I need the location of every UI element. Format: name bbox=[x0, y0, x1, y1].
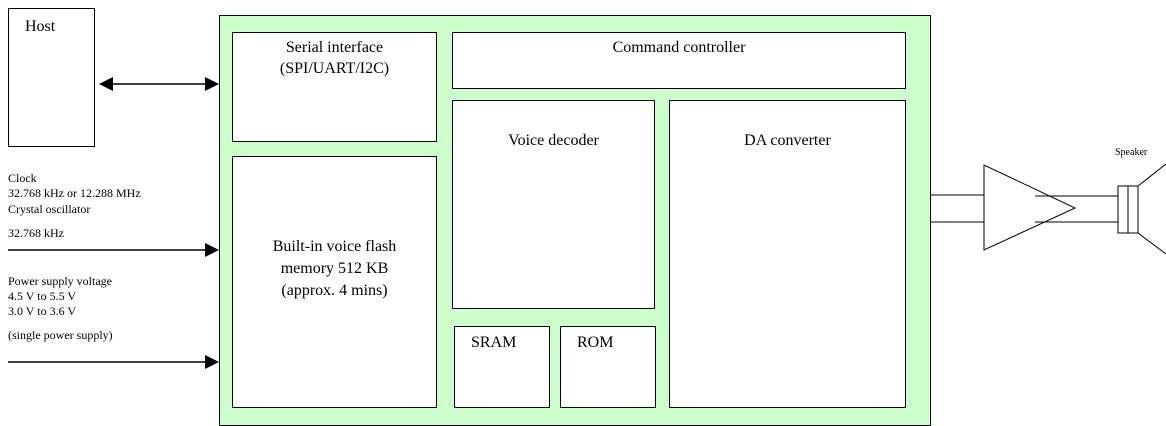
da-converter-label: DA converter bbox=[744, 132, 831, 149]
command-controller-label: Command controller bbox=[612, 39, 746, 56]
flash-memory-box: Built-in voice flash memory 512 KB (appr… bbox=[232, 156, 437, 408]
host-serial-bidirectional-arrow bbox=[99, 77, 219, 91]
amplifier-icon bbox=[983, 164, 1077, 251]
rom-label: ROM bbox=[577, 334, 614, 351]
flash-memory-line3: (approx. 4 mins) bbox=[281, 282, 388, 299]
clock-input-label-4: 32.768 kHz bbox=[8, 226, 64, 240]
clock-input-label-1: Clock bbox=[8, 171, 37, 185]
command-controller-box: Command controller bbox=[452, 32, 906, 89]
amp-output-lines bbox=[1035, 195, 1118, 223]
power-input-label-3: 3.0 V to 3.6 V bbox=[8, 304, 77, 318]
power-input-arrow bbox=[8, 355, 219, 369]
voice-decoder-label: Voice decoder bbox=[508, 132, 599, 149]
serial-interface-title: Serial interface bbox=[285, 39, 384, 56]
clock-input-label-2: 32.768 kHz or 12.288 MHz bbox=[8, 186, 141, 200]
host-box: Host bbox=[8, 8, 95, 147]
power-input-label-2: 4.5 V to 5.5 V bbox=[8, 289, 77, 303]
serial-interface-protocols: (SPI/UART/I2C) bbox=[279, 60, 390, 77]
host-label: Host bbox=[25, 18, 56, 35]
da-converter-box: DA converter bbox=[669, 100, 906, 408]
clock-input-label-3: Crystal oscillator bbox=[8, 202, 91, 216]
speaker-label: Speaker bbox=[1115, 147, 1148, 158]
voice-decoder-box: Voice decoder bbox=[452, 100, 655, 309]
power-input-label-1: Power supply voltage bbox=[8, 274, 112, 288]
clock-input-arrow bbox=[8, 243, 219, 257]
flash-memory-line1: Built-in voice flash bbox=[272, 238, 397, 255]
speaker-icon bbox=[1117, 163, 1166, 255]
power-input-label-4: (single power supply) bbox=[8, 328, 113, 342]
flash-memory-line2: memory 512 KB bbox=[280, 260, 389, 277]
sram-box: SRAM bbox=[454, 326, 550, 408]
serial-interface-box: Serial interface (SPI/UART/I2C) bbox=[232, 32, 437, 142]
sram-label: SRAM bbox=[471, 334, 517, 351]
rom-box: ROM bbox=[560, 326, 656, 408]
da-output-lines bbox=[931, 194, 984, 223]
